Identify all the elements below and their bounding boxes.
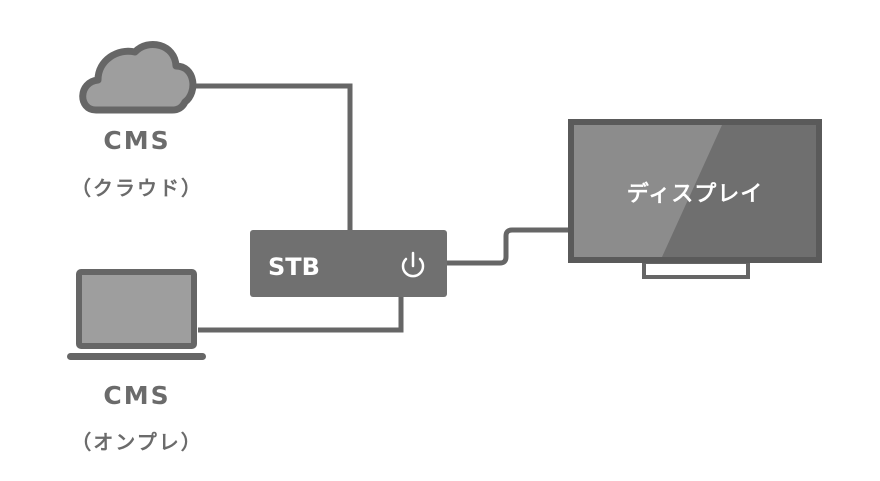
- cloud-cms-title: CMS: [103, 126, 171, 155]
- stb-box: [250, 230, 447, 297]
- laptop-icon: [67, 269, 206, 360]
- power-icon: [401, 251, 425, 278]
- connector-laptop-stb: [198, 296, 404, 333]
- onprem-cms-title: CMS: [103, 381, 171, 410]
- onprem-cms-subtitle: （オンプレ）: [71, 430, 203, 454]
- display-icon: [568, 119, 822, 279]
- display-label: ディスプレイ: [626, 182, 764, 207]
- connector-cloud-stb: [190, 83, 353, 232]
- cloud-icon: [79, 41, 197, 114]
- cloud-cms-subtitle: （クラウド）: [71, 176, 203, 200]
- stb-label: STB: [268, 253, 320, 281]
- connector-stb-display: [445, 227, 570, 266]
